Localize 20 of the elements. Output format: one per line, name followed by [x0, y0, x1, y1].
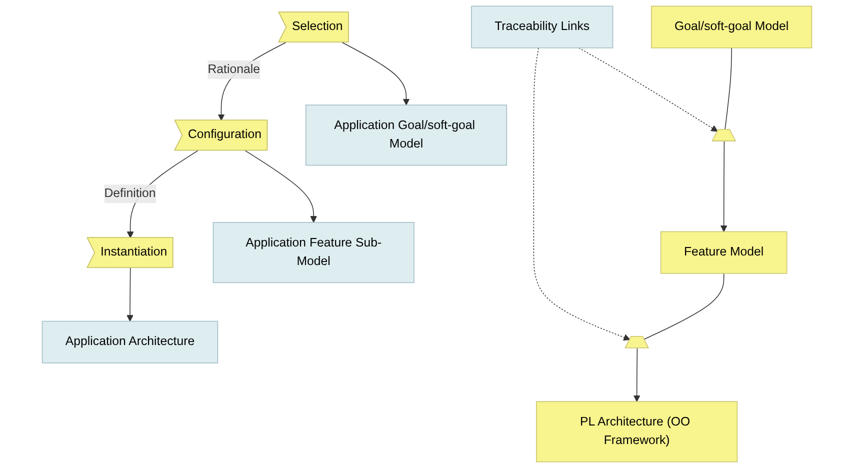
node-box: Application Goal/soft-goal Model: [305, 104, 508, 166]
node-box: Feature Model: [660, 231, 788, 274]
node-arrow: [712, 128, 736, 142]
node-box: Application Feature Sub-Model: [212, 222, 414, 284]
connector: [724, 48, 732, 130]
arrow: [126, 268, 134, 322]
arrow: [342, 42, 410, 106]
node-box: Application Architecture: [42, 320, 218, 364]
connector: [644, 273, 724, 340]
node-arrow: [624, 336, 650, 348]
node-box: PL Architecture (OO Framework): [536, 401, 738, 462]
node-box: Traceability Links: [471, 6, 614, 48]
arrow: [533, 48, 630, 341]
arrow: [244, 150, 317, 223]
node-box: Goal/soft-goal Model: [651, 6, 812, 48]
edge-label: Definition: [104, 186, 156, 200]
arrow: [578, 48, 718, 132]
edge-label: Rationale: [208, 62, 260, 76]
arrow: [720, 140, 728, 232]
arrow: [633, 348, 640, 402]
